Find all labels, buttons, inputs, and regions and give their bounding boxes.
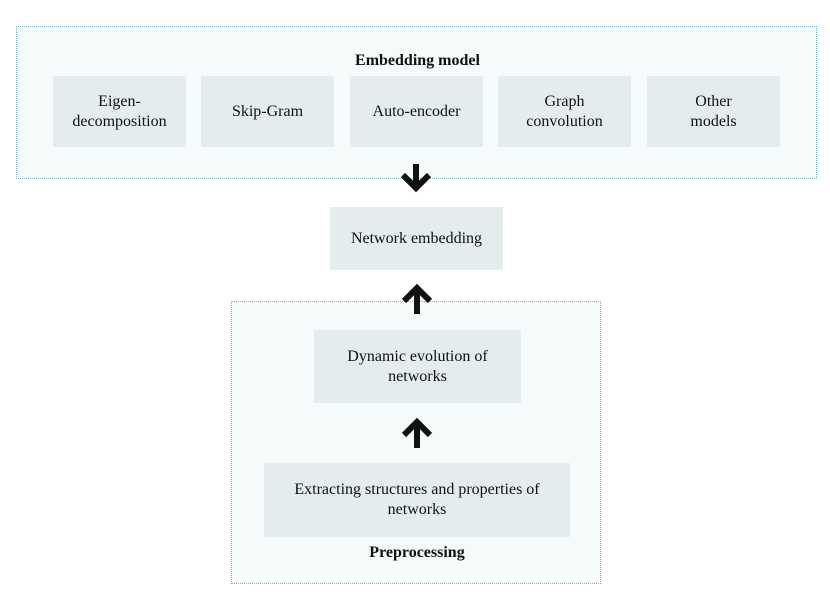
network-embedding-box: Network embedding <box>330 207 503 270</box>
model-label: Skip-Gram <box>231 102 304 120</box>
extracting-structures-label: Extracting structures and properties of … <box>294 481 540 518</box>
model-other-models: Other models <box>647 76 780 147</box>
preprocessing-title: Preprocessing <box>369 544 465 561</box>
arrow-up-icon <box>401 283 433 314</box>
model-label: Eigen- decomposition <box>72 92 167 130</box>
model-eigen-decomposition: Eigen- decomposition <box>53 76 186 147</box>
dynamic-evolution-box: Dynamic evolution of networks <box>314 330 521 403</box>
model-skip-gram: Skip-Gram <box>201 76 334 147</box>
network-embedding-label: Network embedding <box>350 229 483 247</box>
extracting-structures-box: Extracting structures and properties of … <box>264 463 570 537</box>
model-label: Other models <box>690 92 737 130</box>
model-auto-encoder: Auto-encoder <box>350 76 483 147</box>
model-graph-convolution: Graph convolution <box>498 76 631 147</box>
model-label: Graph convolution <box>526 92 603 130</box>
arrow-down-icon <box>400 164 432 193</box>
model-label: Auto-encoder <box>372 102 461 120</box>
arrow-up-icon <box>401 417 433 448</box>
dynamic-evolution-label: Dynamic evolution of networks <box>347 347 488 385</box>
embedding-model-title: Embedding model <box>355 52 480 69</box>
embedding-model-group: Embedding model Eigen- decomposition Ski… <box>16 26 817 179</box>
